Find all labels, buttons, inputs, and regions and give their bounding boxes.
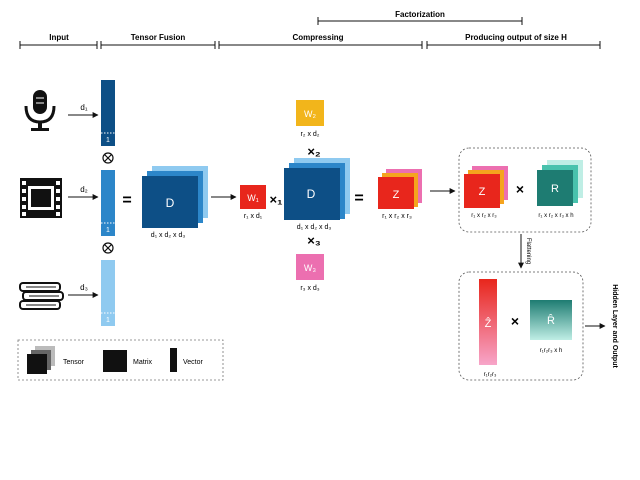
factorization-bracket [317,17,523,25]
vector-d3: 1 [101,260,115,326]
mode2-product: ×₂ [307,144,321,159]
compress-tensor-D: D [284,158,350,220]
rhat-dims: r₁r₂r₃ x h [540,348,562,354]
output-Z-label: Z [479,186,486,198]
mode1-product: ×₁ [270,192,283,207]
outer-product-symbol-2 [102,242,114,254]
output-box-2 [458,271,584,381]
input-arrows [68,112,99,298]
input-header: Input [49,33,69,42]
header: Factorization Input Tensor Fusion Compre… [19,10,601,49]
vector-d2: 1 [101,170,115,236]
d2-label: d₂ [80,185,88,194]
w1-dims: r₁ x d₁ [244,213,263,220]
d3-label: d₃ [80,283,88,292]
flattened-Zhat: Ẑ [479,279,497,365]
legend-matrix-icon [103,350,127,372]
compress-D-label: D [307,187,316,201]
compress-equals: = [354,190,363,207]
rhat-label: R̂ [547,313,555,327]
d1-label: d₁ [80,103,87,112]
vector-d2-one: 1 [106,227,110,234]
output-times-2: × [511,313,519,329]
compress-Z-label: Z [393,189,400,201]
output-R-dims: r₁ x r₂ x r₃ x h [538,213,573,219]
w3-dims: r₃ x d₃ [300,285,319,292]
w2-label: W₂ [304,109,316,119]
output-tensor-Z: Z [464,166,508,208]
microphone-icon [24,90,56,131]
section-brackets [19,41,601,49]
w1-label: W₁ [247,193,259,203]
vector-d1: 1 [101,80,115,146]
hidden-layer-label: Hidden Layer and Output [611,284,618,368]
flattening-label: Flattening [525,238,531,264]
books-icon [19,282,64,310]
legend-matrix-label: Matrix [133,359,153,366]
output-times: × [516,181,524,197]
compressing-header: Compressing [292,33,343,42]
w1-matrix: W₁ [240,185,266,209]
outer-product-symbol-1 [102,152,114,164]
producing-header: Producing output of size H [465,33,567,42]
w3-label: W₃ [304,263,316,273]
vector-d3-one: 1 [106,317,110,324]
fusion-D-label: D [166,196,175,210]
w2-matrix: W₂ [296,100,324,126]
tensor-fusion-header: Tensor Fusion [131,33,186,42]
output-box-1 [458,147,592,233]
flattened-Rhat: R̂ [530,300,572,340]
zhat-dims: r₁r₂r₃ [484,372,497,378]
fusion-D-dims: d₁ x d₂ x d₃ [151,232,186,239]
output-Z-dims: r₁ x r₂ x r₃ [471,213,497,219]
w2-dims: r₂ x d₂ [300,131,319,138]
w3-matrix: W₃ [296,254,324,280]
fusion-tensor-D: D [142,166,208,228]
legend-tensor-label: Tensor [63,359,85,366]
zhat-label: Ẑ [485,317,492,330]
legend-vector-label: Vector [183,359,204,366]
mode3-product: ×₃ [307,233,321,248]
compress-D-dims: d₁ x d₂ x d₃ [297,224,332,231]
film-strip-icon [20,178,62,218]
legend-tensor-icon [27,346,55,374]
output-R-label: R [551,183,559,195]
fusion-equals: = [122,192,131,209]
legend-box [17,339,224,381]
factorization-label: Factorization [395,10,445,19]
vector-d1-one: 1 [106,137,110,144]
compress-tensor-Z: Z [378,169,422,209]
legend-vector-icon [170,348,177,372]
compress-Z-dims: r₁ x r₂ x r₃ [382,213,412,220]
output-tensor-R: R [537,160,583,206]
